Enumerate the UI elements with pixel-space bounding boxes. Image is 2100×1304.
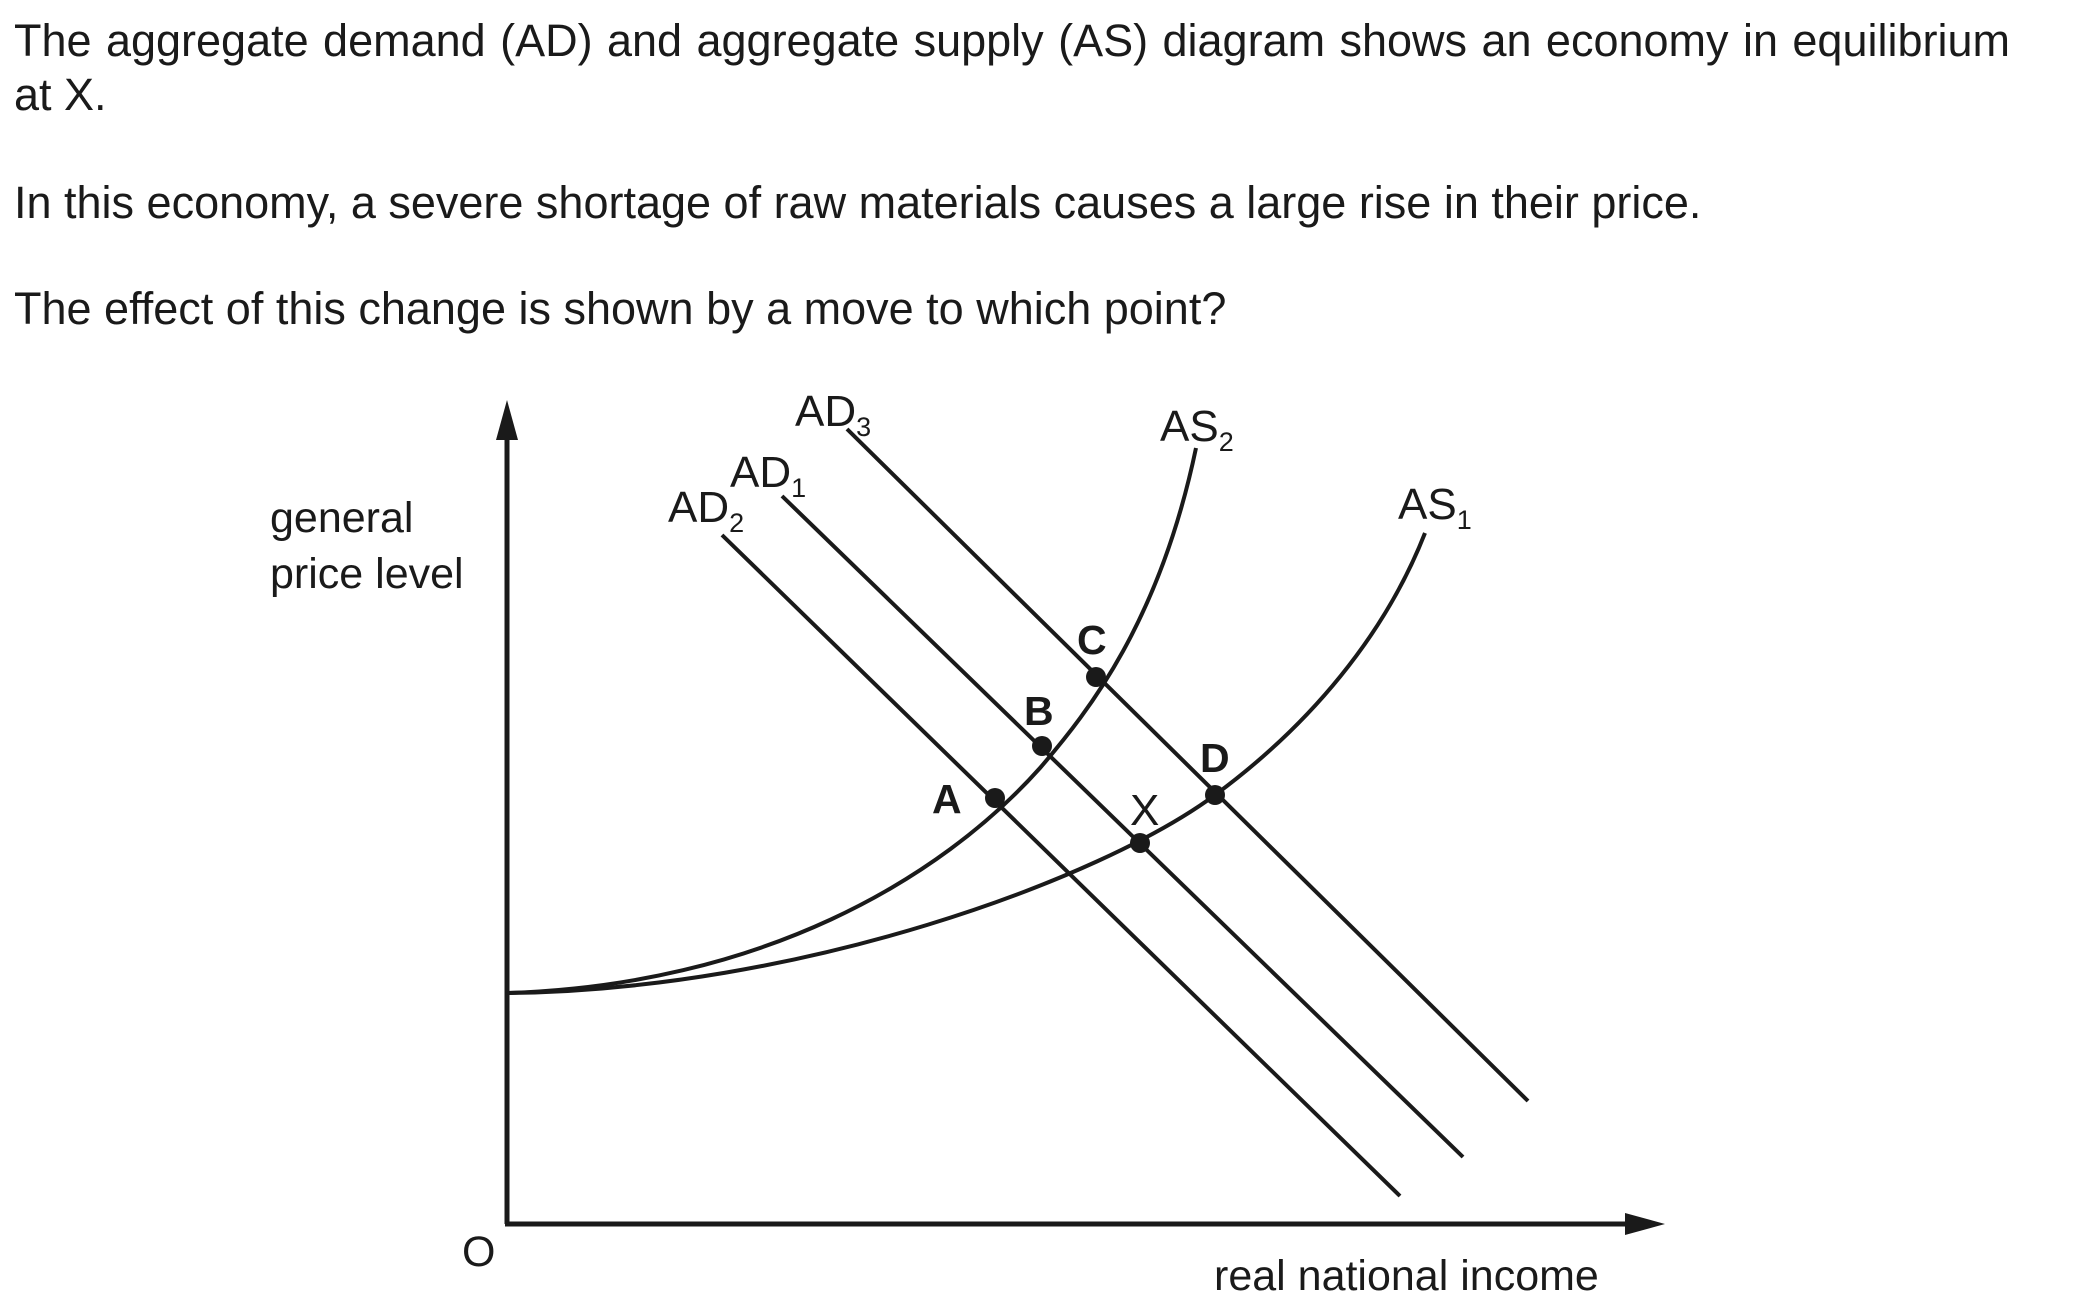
origin-label: O [462, 1228, 495, 1276]
y-axis-label-line1: general [270, 494, 413, 542]
ad2-label: AD2 [668, 483, 744, 538]
as2-curve [506, 447, 1198, 995]
ad3-label-sub: 3 [856, 412, 871, 442]
as1-label-base: AS [1398, 480, 1457, 529]
point-d-marker [1205, 785, 1225, 805]
question-prompt: The effect of this change is shown by a … [14, 283, 1227, 334]
ad1-curve [780, 494, 1465, 1159]
x-axis-label: real national income [1214, 1252, 1599, 1300]
y-axis-label-line2: price level [270, 550, 464, 598]
as1-curve [506, 532, 1427, 995]
ad3-curve [845, 427, 1530, 1103]
ad1-label: AD1 [730, 448, 806, 503]
point-a-marker [985, 788, 1005, 808]
as1-label-sub: 1 [1457, 505, 1472, 535]
ad2-curve [720, 533, 1402, 1198]
ad3-label-base: AD [795, 387, 856, 436]
as2-label-base: AS [1160, 402, 1219, 451]
point-d-label: D [1200, 735, 1230, 781]
point-x-marker [1130, 833, 1150, 853]
question-text: The aggregate demand (AD) and aggregate … [14, 14, 2010, 336]
point-c-marker [1086, 667, 1106, 687]
point-b-label: B [1024, 688, 1054, 734]
as1-label: AS1 [1398, 480, 1472, 535]
ad3-label: AD3 [795, 387, 871, 442]
y-axis-arrow-icon [496, 400, 518, 440]
point-x-label: X [1130, 786, 1159, 835]
question-intro: The aggregate demand (AD) and aggregate … [14, 15, 2010, 120]
ad2-label-sub: 2 [729, 508, 744, 538]
x-axis-arrow-icon [1625, 1213, 1665, 1235]
as2-label-sub: 2 [1219, 427, 1234, 457]
ad1-label-base: AD [730, 448, 791, 497]
ad2-label-base: AD [668, 483, 729, 532]
as2-label: AS2 [1160, 402, 1234, 457]
ad1-label-sub: 1 [791, 473, 806, 503]
point-c-label: C [1077, 617, 1107, 663]
point-a-label: A [932, 776, 962, 822]
point-b-marker [1032, 736, 1052, 756]
question-shock: In this economy, a severe shortage of ra… [14, 177, 1702, 228]
